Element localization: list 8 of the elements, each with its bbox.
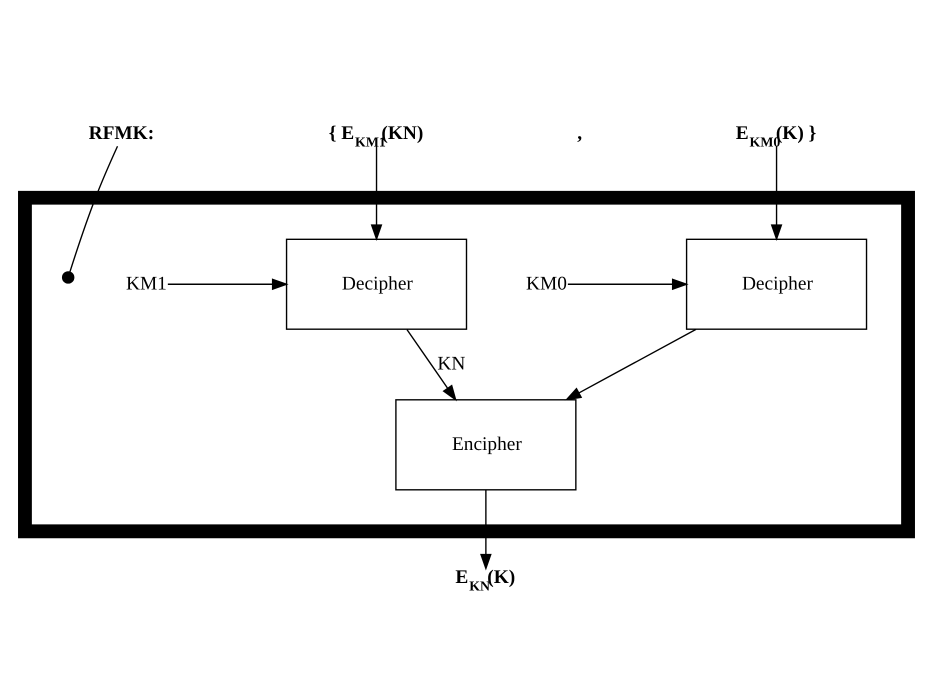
node-text: { E$_{KM1}$(KN) xyxy=(328,123,424,150)
node-text: KM0 xyxy=(526,273,567,294)
node-text: E$_{KN}$(K) xyxy=(455,566,516,594)
node-text: RFMK: xyxy=(88,123,154,144)
node-text: E$_{KM0}$(K) } xyxy=(736,123,816,150)
label: , xyxy=(577,123,582,144)
edge-label: KN xyxy=(437,354,466,375)
node-text: KM1 xyxy=(126,273,167,294)
